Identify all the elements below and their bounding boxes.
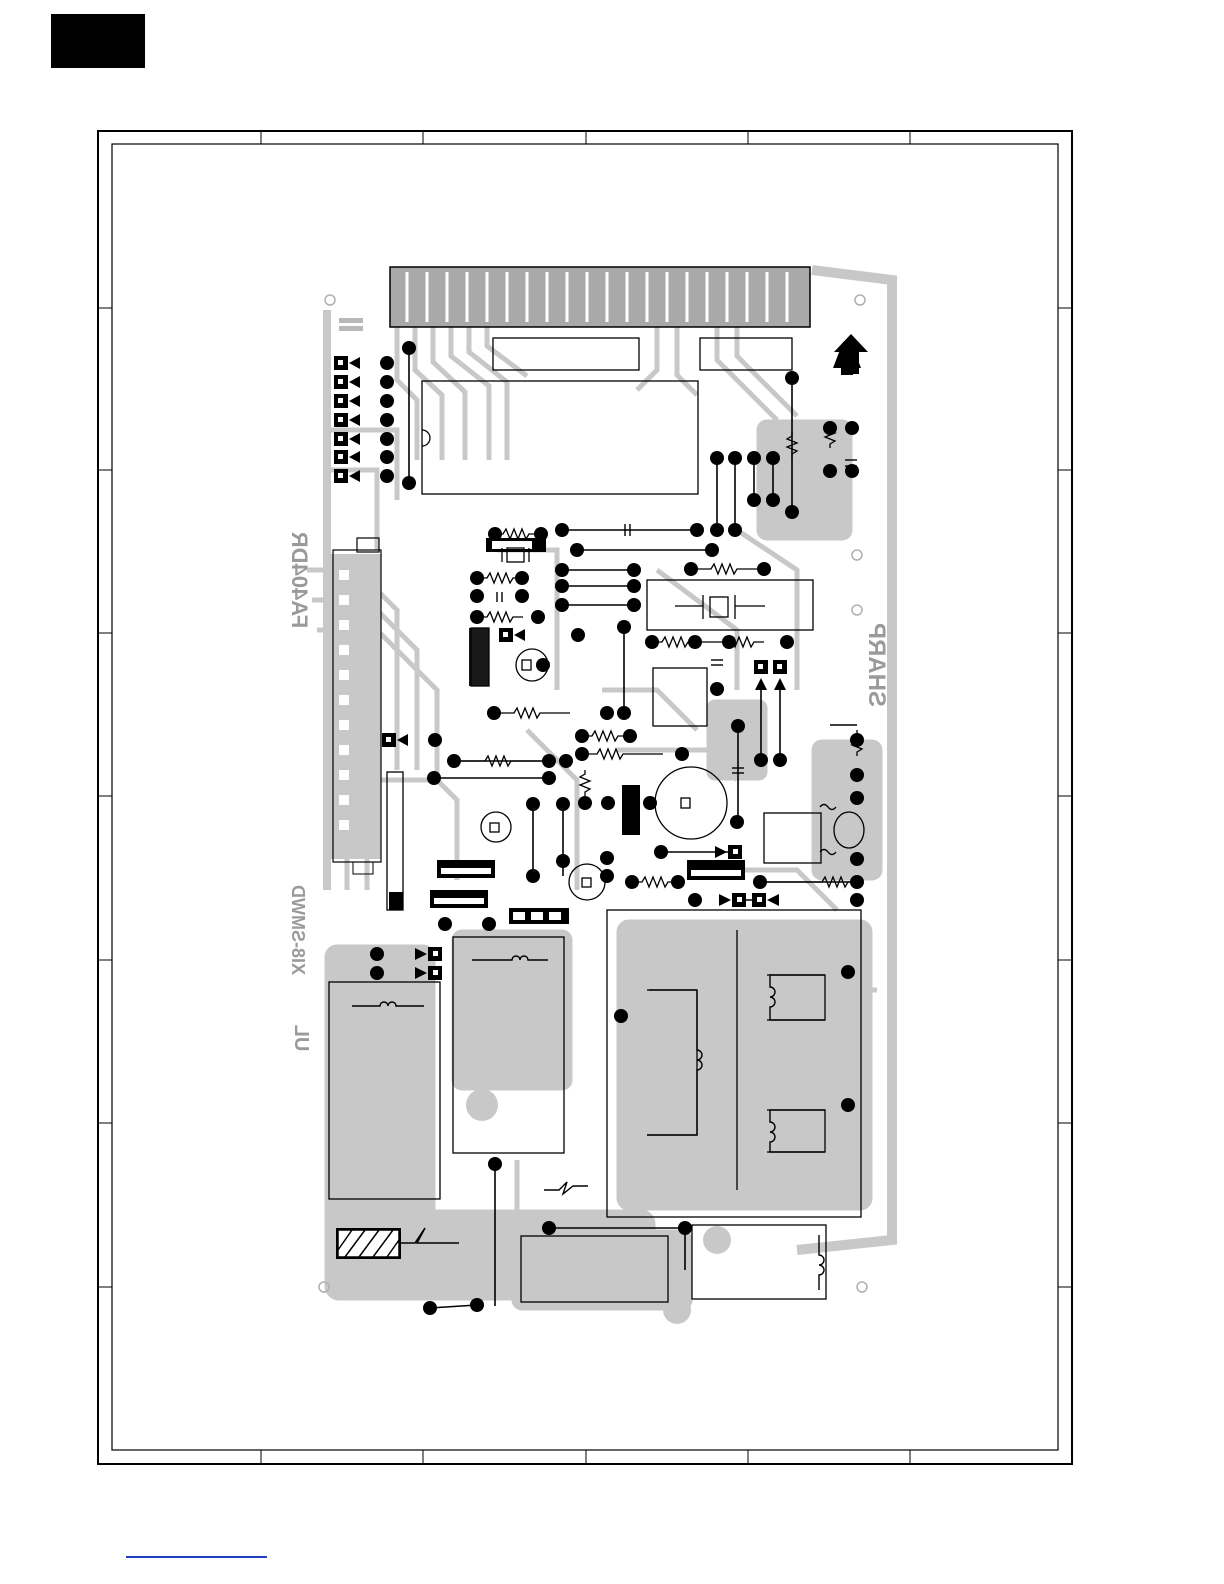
top-connector: [390, 267, 810, 327]
silkscreen-bars: [339, 318, 363, 331]
revision-label: XI8-SMWD: [288, 885, 308, 975]
copper-traces: [307, 270, 892, 1324]
certification-mark: UL: [290, 1025, 312, 1052]
left-connector: [329, 538, 381, 874]
part-number-label: FA404DR: [287, 532, 312, 629]
pcb-drawing-frame: FA404DR SHARP XI8-SMWD UL: [97, 130, 1073, 1465]
brand-label: SHARP: [863, 623, 890, 707]
footer-link-underline[interactable]: [126, 1556, 267, 1558]
page-number-tab: [51, 14, 145, 68]
diode-icon: [334, 356, 787, 980]
